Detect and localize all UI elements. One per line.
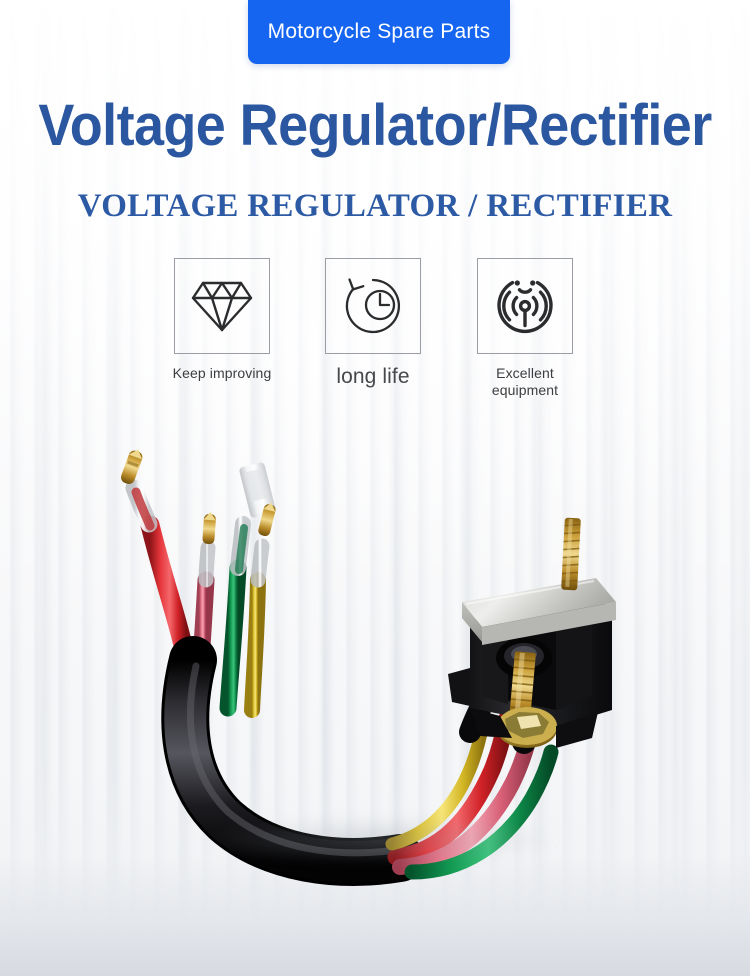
signal-broadcast-icon <box>477 258 573 354</box>
housing-skirt-left <box>470 708 512 738</box>
green-wire-blade-terminal <box>239 462 276 518</box>
green-wire <box>219 559 247 717</box>
wire-sheath-highlight <box>186 662 400 857</box>
feature-label-line-2: equipment <box>491 382 559 399</box>
regulator-unit <box>448 517 616 748</box>
product-image <box>0 420 750 940</box>
wire-sheath <box>164 639 421 883</box>
page-title: Voltage Regulator/Rectifier <box>38 93 712 158</box>
terminal-bolt <box>497 651 557 748</box>
housing-pillar-right <box>556 615 592 710</box>
yellow-wire-sleeve <box>250 538 270 588</box>
refresh-clock-icon <box>325 258 421 354</box>
feature-label: long life <box>336 365 410 388</box>
pink-wire-terminal <box>202 512 216 545</box>
feature-item-long-life: long life <box>298 258 448 390</box>
regulator-heatsink-left-face <box>462 602 482 642</box>
yellow-wire-terminal <box>258 502 276 537</box>
product-shadow <box>150 810 610 870</box>
diamond-icon <box>174 258 270 354</box>
bolt-head-highlight <box>517 715 541 729</box>
yellow-wire <box>244 572 266 718</box>
red-wire-terminal <box>121 449 143 484</box>
feature-item-excellent-equipment: Excellent equipment <box>450 258 600 399</box>
mounting-stud <box>561 517 581 591</box>
page-subtitle: VOLTAGE REGULATOR / RECTIFIER <box>77 188 673 224</box>
product-illustration <box>121 449 616 886</box>
feature-label: Keep improving <box>172 365 272 381</box>
feature-list: Keep improving long life <box>0 258 750 408</box>
regulator-heatsink-top <box>462 578 616 627</box>
green-wire-lower <box>404 744 559 880</box>
red-wire <box>140 515 196 668</box>
category-badge-label: Motorcycle Spare Parts <box>267 20 491 43</box>
feature-label: Excellent equipment <box>450 365 600 399</box>
housing-side-tab <box>448 668 470 706</box>
feature-label-line-1: Excellent <box>496 365 554 381</box>
regulator-heatsink-front-face <box>482 602 616 645</box>
yellow-wire-lower <box>385 717 490 851</box>
pink-wire-sleeve <box>198 540 216 588</box>
feature-item-keep-improving: Keep improving <box>147 258 297 382</box>
category-badge: Motorcycle Spare Parts <box>248 0 510 64</box>
housing-skirt-right <box>556 712 598 748</box>
